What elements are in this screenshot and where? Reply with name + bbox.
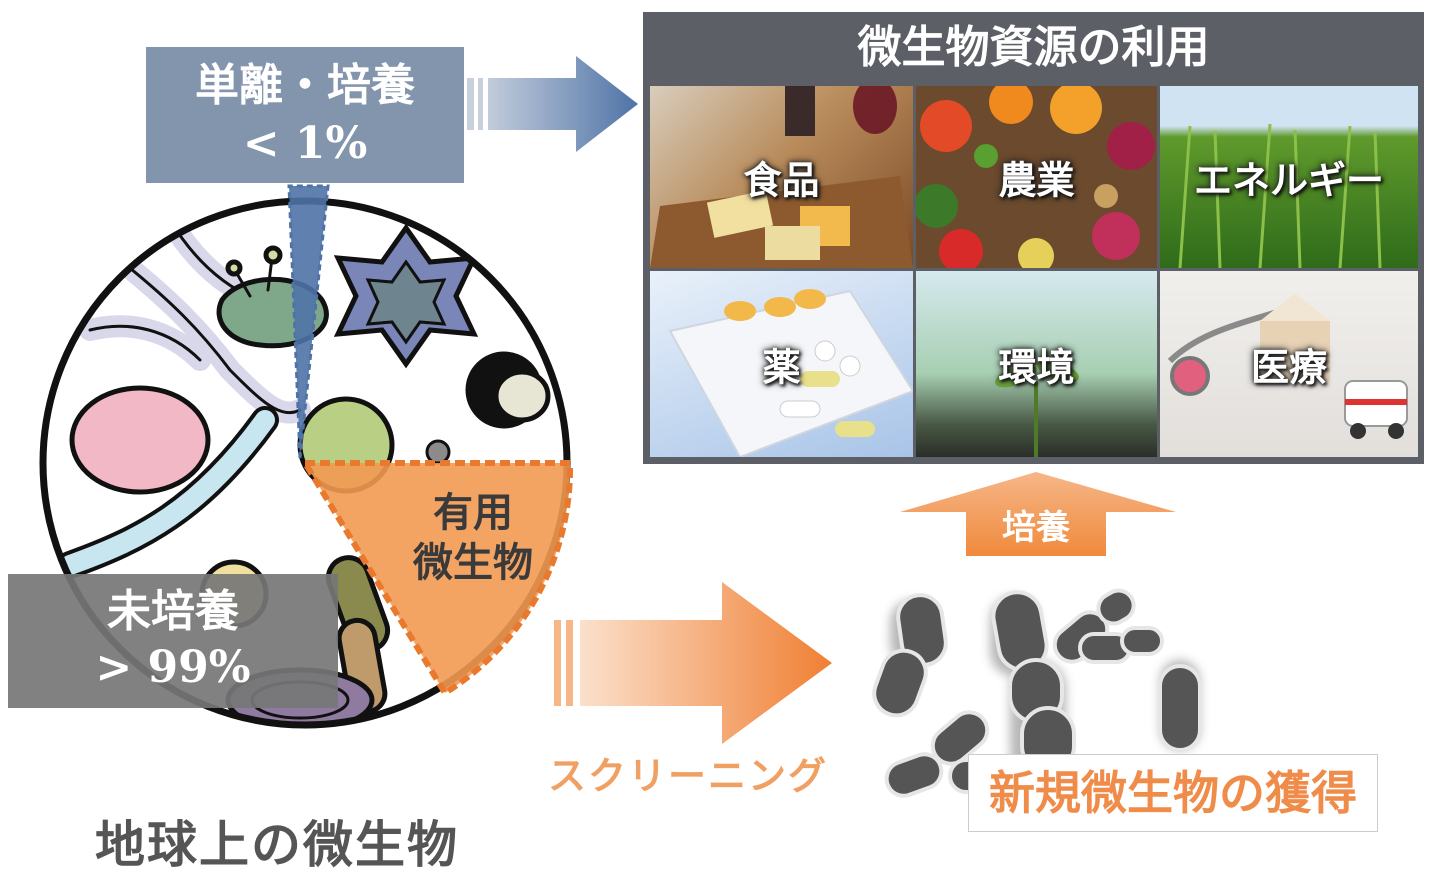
useful-line2: 微生物 — [413, 539, 533, 586]
uncultured-percentage: > 99% — [95, 642, 251, 693]
screening-label: スクリーニング — [548, 753, 829, 798]
uncultured-label: 未培養 > 99% — [8, 574, 338, 708]
tile-energy: エネルギー — [1160, 86, 1418, 268]
pills-image — [668, 289, 913, 457]
corn-field-image — [1178, 123, 1382, 268]
new-microbe-acquisition-label: 新規微生物の獲得 — [968, 754, 1378, 832]
tile-healthcare: 医療 — [1160, 271, 1418, 457]
useful-microbe-label: 有用 微生物 — [388, 488, 558, 588]
tile-food-label: 食品 — [743, 158, 820, 203]
tile-medicine: 薬 — [650, 271, 913, 457]
tile-medicine-label: 薬 — [762, 345, 801, 390]
tile-agriculture: 農業 — [916, 86, 1157, 268]
tile-environment-label: 環境 — [998, 345, 1075, 390]
isolated-percentage: < 1% — [242, 118, 368, 169]
food-image — [650, 86, 913, 268]
tile-environment: 環境 — [916, 271, 1157, 457]
tile-food: 食品 — [650, 86, 913, 268]
useful-line1: 有用 — [433, 489, 513, 536]
tile-energy-label: エネルギー — [1193, 158, 1384, 203]
isolated-title: 単離・培養 — [195, 60, 415, 111]
vegetables-image — [916, 86, 1155, 268]
tile-agriculture-label: 農業 — [998, 158, 1075, 203]
isolated-cultured-label: 単離・培養 < 1% — [146, 47, 464, 183]
uncultured-title: 未培養 — [107, 586, 239, 637]
resource-panel: 食品 農業 エネルギー — [643, 12, 1424, 464]
sprout-image — [995, 359, 1079, 457]
earth-microbes-title: 地球上の微生物 — [95, 815, 459, 874]
resource-panel-title: 微生物資源の利用 — [857, 22, 1210, 73]
healthcare-image — [1167, 293, 1408, 439]
tile-healthcare-label: 医療 — [1250, 345, 1327, 390]
culture-arrow-label: 培養 — [1002, 508, 1070, 548]
